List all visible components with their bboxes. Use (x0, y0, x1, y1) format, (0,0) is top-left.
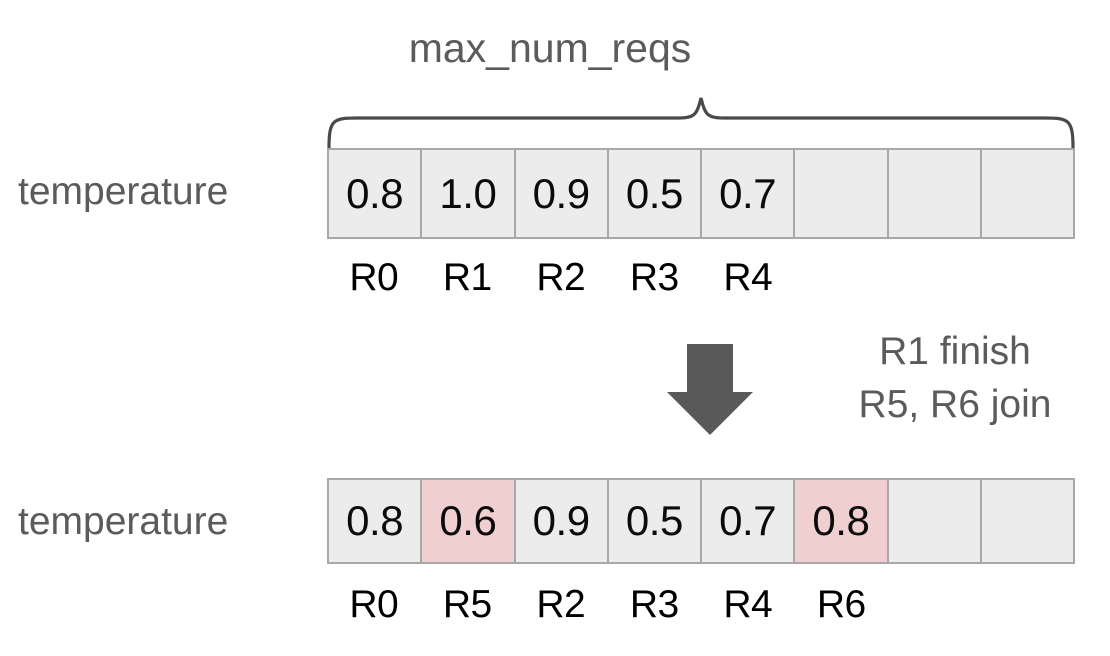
row-label-temperature-before: temperature (18, 170, 229, 213)
buffer-cell[interactable]: 0.7 (702, 480, 796, 562)
buffer-cell[interactable] (981, 480, 1073, 562)
request-id-label: R4 (723, 583, 773, 626)
transition-note-line-1: R1 finish (879, 330, 1031, 373)
request-id-label: R5 (442, 583, 492, 626)
transition-note-line-2: R5, R6 join (858, 383, 1052, 426)
request-id-label: R2 (536, 256, 586, 299)
buffer-cell[interactable]: 1.0 (422, 150, 516, 237)
buffer-cell-highlighted[interactable]: 0.8 (795, 480, 889, 562)
curly-brace-icon (327, 96, 1075, 150)
request-id-label: R3 (629, 583, 679, 626)
request-id-label: R0 (349, 256, 399, 299)
buffer-cell[interactable]: 0.8 (329, 150, 423, 237)
request-id-label: R2 (536, 583, 586, 626)
buffer-cell[interactable] (795, 150, 889, 237)
request-id-label: R6 (816, 583, 866, 626)
buffer-cell[interactable]: 0.8 (329, 480, 423, 562)
request-id-label: R3 (629, 256, 679, 299)
request-id-row-after: R0 R5 R2 R3 R4 R6 (327, 585, 1075, 624)
temperature-buffer-after: 0.8 0.6 0.9 0.5 0.7 0.8 (327, 478, 1075, 564)
request-id-label (982, 258, 1076, 297)
buffer-cell[interactable]: 0.5 (608, 150, 702, 237)
row-label-temperature-after: temperature (18, 500, 229, 543)
request-id-label (795, 258, 889, 297)
temperature-buffer-before: 0.8 1.0 0.9 0.5 0.7 (327, 148, 1075, 239)
request-id-label (888, 258, 982, 297)
buffer-cell[interactable]: 0.9 (515, 480, 609, 562)
buffer-cell[interactable] (888, 150, 982, 237)
buffer-cell[interactable] (981, 150, 1073, 237)
request-id-label (982, 585, 1076, 624)
page-title: max_num_reqs (408, 25, 692, 71)
request-id-label: R0 (349, 583, 399, 626)
down-arrow-icon (660, 340, 760, 440)
request-id-row-before: R0 R1 R2 R3 R4 (327, 258, 1075, 297)
buffer-cell-highlighted[interactable]: 0.6 (422, 480, 516, 562)
buffer-cell[interactable]: 0.5 (608, 480, 702, 562)
buffer-cell[interactable]: 0.7 (702, 150, 796, 237)
request-id-label (888, 585, 982, 624)
buffer-cell[interactable]: 0.9 (515, 150, 609, 237)
request-id-label: R1 (442, 256, 492, 299)
request-id-label: R4 (723, 256, 773, 299)
buffer-cell[interactable] (888, 480, 982, 562)
